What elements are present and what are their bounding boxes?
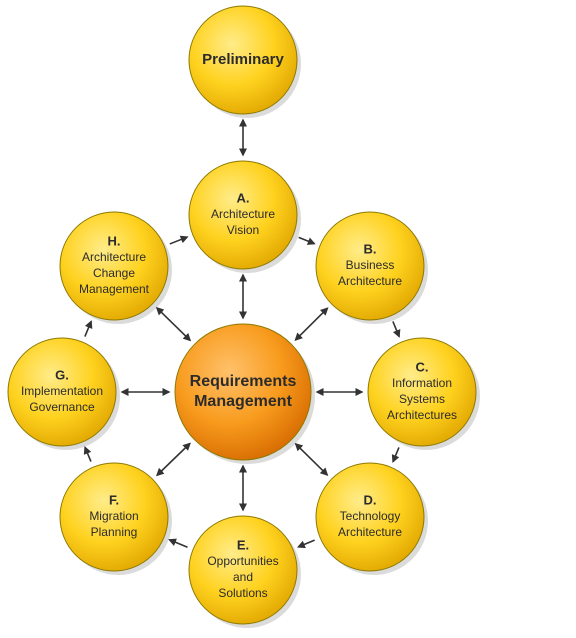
node-preliminary: Preliminary <box>188 5 298 115</box>
arrow-f-to-g <box>83 446 92 462</box>
node-letter-b: B. <box>364 241 377 256</box>
node-label-c-1: Information <box>392 376 452 390</box>
node-circle-g <box>7 337 117 447</box>
node-letter-a: A. <box>237 190 250 205</box>
node-circle-h <box>59 211 169 321</box>
node-circle-preliminary <box>188 5 298 115</box>
node-label-e-1: Opportunities <box>207 554 278 568</box>
arrow-requirements-to-h <box>155 306 192 342</box>
node-label-g-2: Governance <box>29 400 95 414</box>
node-circle-a <box>188 160 298 270</box>
node-letter-h: H. <box>108 233 121 248</box>
arrow-g-to-h <box>84 320 93 337</box>
node-letter-g: G. <box>55 367 69 382</box>
node-label-preliminary-1: Preliminary <box>202 51 284 68</box>
node-circle-c <box>367 337 477 447</box>
arrow-a-to-b <box>298 236 316 245</box>
node-label-h-3: Management <box>79 282 150 296</box>
arrow-h-to-a <box>169 235 189 245</box>
node-letter-e: E. <box>237 537 249 552</box>
node-label-e-2: and <box>233 570 253 584</box>
node-label-d-1: Technology <box>340 509 401 523</box>
arrow-requirements-to-b <box>294 307 329 341</box>
node-circle-d <box>315 462 425 572</box>
node-label-g-1: Implementation <box>21 384 103 398</box>
node-label-e-3: Solutions <box>218 586 267 600</box>
arrow-d-to-e <box>296 539 315 549</box>
arrow-layer <box>83 118 401 549</box>
arrow-e-to-f <box>168 538 188 548</box>
node-letter-c: C. <box>416 359 429 374</box>
node-label-b-1: Business <box>346 258 395 272</box>
node-label-d-2: Architecture <box>338 525 402 539</box>
node-circle-e <box>188 515 298 625</box>
node-letter-d: D. <box>364 492 377 507</box>
node-label-c-3: Architectures <box>387 408 457 422</box>
arrow-requirements-to-f <box>156 442 191 477</box>
node-label-c-2: Systems <box>399 392 445 406</box>
node-label-requirements-2: Management <box>194 393 292 410</box>
node-circle-f <box>59 462 169 572</box>
node-label-a-1: Architecture <box>211 207 275 221</box>
node-circle-b <box>315 211 425 321</box>
node-label-h-2: Change <box>93 266 135 280</box>
node-label-a-2: Vision <box>227 223 259 237</box>
arrow-requirements-to-d <box>294 442 329 476</box>
node-label-b-2: Architecture <box>338 274 402 288</box>
node-label-requirements-1: Requirements <box>190 373 297 390</box>
node-label-f-1: Migration <box>89 509 138 523</box>
node-label-f-2: Planning <box>91 525 138 539</box>
node-layer: PreliminaryA.ArchitectureVisionB.Busines… <box>7 5 477 625</box>
node-circle-requirements <box>174 323 312 461</box>
arrow-b-to-c <box>392 321 401 338</box>
arrow-c-to-d <box>391 447 400 463</box>
node-label-h-1: Architecture <box>82 250 146 264</box>
node-letter-f: F. <box>109 492 119 507</box>
